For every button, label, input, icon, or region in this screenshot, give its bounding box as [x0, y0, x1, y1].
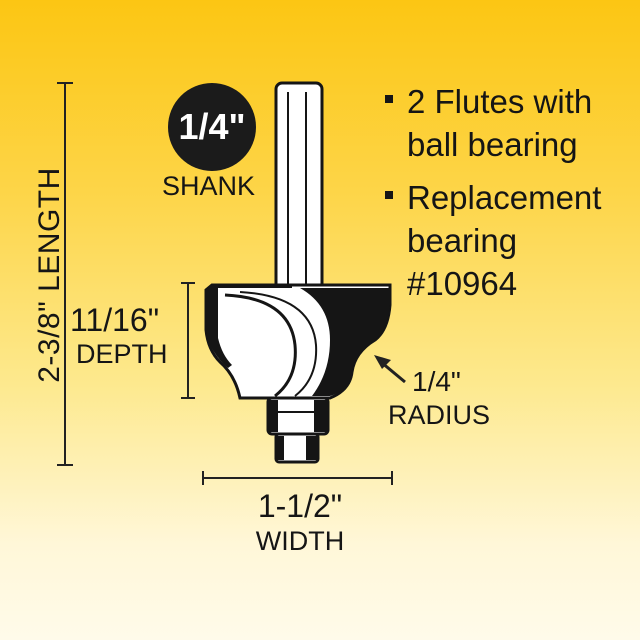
shank-size-badge: 1/4" — [168, 83, 256, 171]
shank-size-value: 1/4" — [178, 106, 246, 147]
feature-list: 2 Flutes with ball bearing Replacement b… — [383, 80, 601, 315]
radius-value: 1/4" — [412, 366, 461, 397]
length-dimension-label: 2-3/8" LENGTH — [33, 167, 66, 383]
depth-label: DEPTH — [76, 339, 168, 369]
width-label: WIDTH — [255, 526, 345, 556]
depth-value: 11/16" — [70, 302, 160, 338]
radius-label: RADIUS — [388, 400, 491, 430]
radius-arrow — [374, 355, 406, 384]
feature-item-flutes: 2 Flutes with ball bearing — [383, 80, 601, 166]
width-value: 1-1/2" — [257, 488, 343, 524]
depth-dimension-line — [181, 282, 195, 399]
width-dimension-line — [202, 471, 393, 485]
shank — [274, 81, 324, 295]
cutter-head — [204, 283, 392, 400]
shank-label: SHANK — [162, 171, 256, 201]
square-bullet-icon — [385, 191, 393, 199]
bearing — [266, 396, 330, 464]
length-dimension-line — [57, 82, 73, 466]
square-bullet-icon — [385, 95, 393, 103]
feature-item-bearing: Replacement bearing #10964 — [383, 176, 601, 305]
